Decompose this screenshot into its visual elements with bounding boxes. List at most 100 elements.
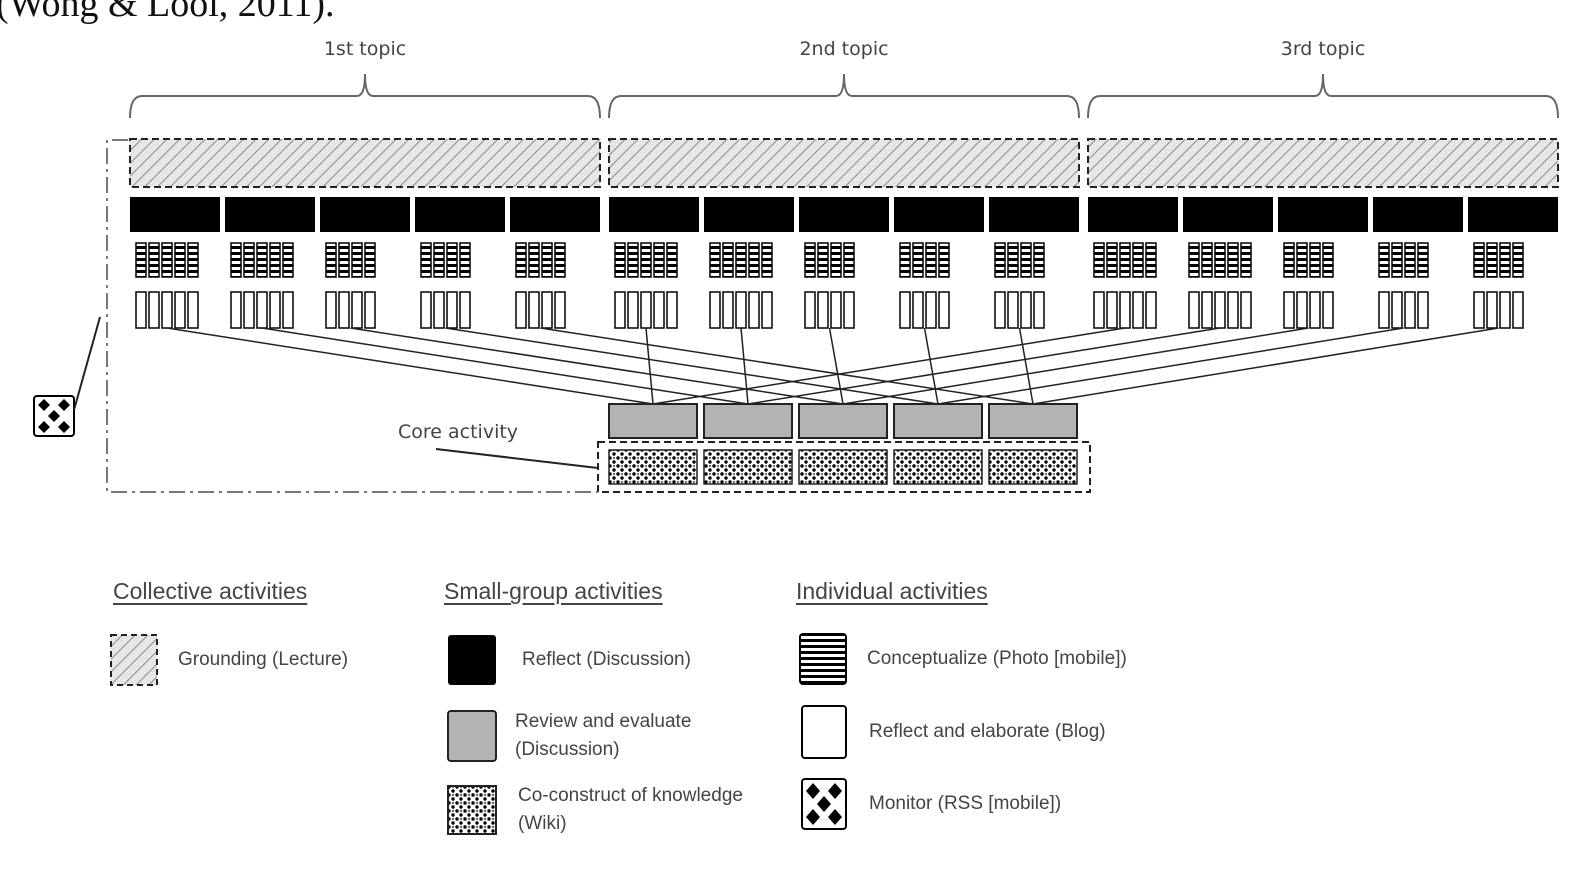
collective-grounding-bar	[608, 138, 1080, 188]
individual-reflect-box	[1201, 291, 1213, 329]
individual-reflect-box	[938, 291, 950, 329]
individual-reflect-box	[541, 291, 553, 329]
core-activity-label: Core activity	[398, 421, 518, 443]
individual-conceptualize-box	[1283, 242, 1295, 278]
individual-conceptualize-box	[912, 242, 924, 278]
connection-line	[540, 327, 1034, 405]
individual-reflect-box	[899, 291, 911, 329]
individual-conceptualize-box	[1093, 242, 1105, 278]
small-group-reflect-box	[1183, 197, 1273, 232]
individual-conceptualize-box	[1020, 242, 1032, 278]
small-group-reflect-box	[1088, 197, 1178, 232]
individual-conceptualize-box	[554, 242, 566, 278]
individual-conceptualize-box	[256, 242, 268, 278]
black-swatch-icon	[448, 635, 496, 685]
topic-label: 1st topic	[324, 38, 406, 60]
individual-conceptualize-box	[541, 242, 553, 278]
individual-conceptualize-box	[666, 242, 678, 278]
individual-reflect-box	[1007, 291, 1019, 329]
connection-line	[747, 327, 1221, 405]
individual-reflect-box	[135, 291, 147, 329]
individual-reflect-box	[1378, 291, 1390, 329]
individual-conceptualize-box	[1486, 242, 1498, 278]
core-activity-layer: Core activity	[398, 403, 1091, 493]
individual-reflect-box	[515, 291, 527, 329]
individual-reflect-box	[1020, 291, 1032, 329]
connection-line	[350, 327, 844, 405]
individual-reflect-box	[640, 291, 652, 329]
individual-reflect-box	[1473, 291, 1485, 329]
connection-line	[445, 327, 939, 405]
outer-frame	[33, 139, 598, 493]
core-wiki-box	[798, 449, 888, 485]
individual-reflect-box	[735, 291, 747, 329]
individual-reflect-box	[364, 291, 376, 329]
diamond-mark	[38, 421, 50, 433]
individual-conceptualize-box	[243, 242, 255, 278]
individual-reflect-box	[459, 291, 471, 329]
individual-reflect-box	[1188, 291, 1200, 329]
individual-conceptualize-box	[627, 242, 639, 278]
individual-reflect-box	[994, 291, 1006, 329]
diamond-mark	[58, 421, 70, 433]
small-group-reflect-box	[510, 197, 600, 232]
individual-reflect-box	[709, 291, 721, 329]
individual-reflect-box	[912, 291, 924, 329]
individual-conceptualize-box	[161, 242, 173, 278]
individual-reflect-box	[761, 291, 773, 329]
small-group-reflect-box	[415, 197, 505, 232]
individual-reflect-box	[1283, 291, 1295, 329]
legend-item-grounding: Grounding (Lecture)	[110, 634, 348, 686]
individual-reflect-box	[351, 291, 363, 329]
small-group-reflect-box	[894, 197, 984, 232]
individual-conceptualize-box	[351, 242, 363, 278]
individual-conceptualize-box	[1201, 242, 1213, 278]
individual-reflect-box	[1214, 291, 1226, 329]
individual-conceptualize-box	[804, 242, 816, 278]
individual-conceptualize-box	[1188, 242, 1200, 278]
individual-reflect-box	[338, 291, 350, 329]
individual-conceptualize-box	[735, 242, 747, 278]
individual-reflect-box	[243, 291, 255, 329]
collective-grounding-bar	[129, 138, 601, 188]
individual-reflect-box	[1512, 291, 1524, 329]
individual-conceptualize-box	[1033, 242, 1045, 278]
individual-reflect-box	[1499, 291, 1511, 329]
individual-reflect-box	[1132, 291, 1144, 329]
individual-conceptualize-box	[1007, 242, 1019, 278]
individual-reflect-box	[830, 291, 842, 329]
striped-swatch-icon	[799, 633, 847, 685]
individual-conceptualize-box	[830, 242, 842, 278]
connection-line	[166, 327, 654, 405]
individual-reflect-box	[1106, 291, 1118, 329]
topic-brace	[608, 73, 1080, 119]
legend-label: Review and evaluate (Discussion)	[515, 711, 692, 760]
individual-reflect-box	[1309, 291, 1321, 329]
collective-grounding-bar	[1087, 138, 1559, 188]
individual-reflect-box	[433, 291, 445, 329]
monitor-rss-icon	[33, 395, 75, 437]
individual-conceptualize-box	[187, 242, 199, 278]
diamond-mark	[38, 399, 50, 411]
individual-conceptualize-box	[1214, 242, 1226, 278]
hatched-swatch-icon	[110, 634, 158, 686]
legend-label: Conceptualize (Photo [mobile])	[867, 648, 1127, 669]
gray-swatch-icon	[447, 710, 497, 762]
connection-line	[842, 327, 1309, 405]
individual-conceptualize-box	[148, 242, 160, 278]
topic-label: 3rd topic	[1281, 38, 1366, 60]
individual-reflect-box	[1322, 291, 1334, 329]
connection-line	[1018, 327, 1034, 405]
individual-conceptualize-box	[994, 242, 1006, 278]
connection-line	[923, 327, 939, 405]
individual-conceptualize-box	[1309, 242, 1321, 278]
individual-reflect-box	[187, 291, 199, 329]
individual-conceptualize-box	[817, 242, 829, 278]
legend-label: Reflect (Discussion)	[522, 649, 691, 670]
individual-conceptualize-box	[515, 242, 527, 278]
individual-conceptualize-box	[1132, 242, 1144, 278]
individual-reflect-box	[1486, 291, 1498, 329]
small-group-reflect-box	[1468, 197, 1558, 232]
legend-label: Monitor (RSS [mobile])	[869, 793, 1062, 814]
